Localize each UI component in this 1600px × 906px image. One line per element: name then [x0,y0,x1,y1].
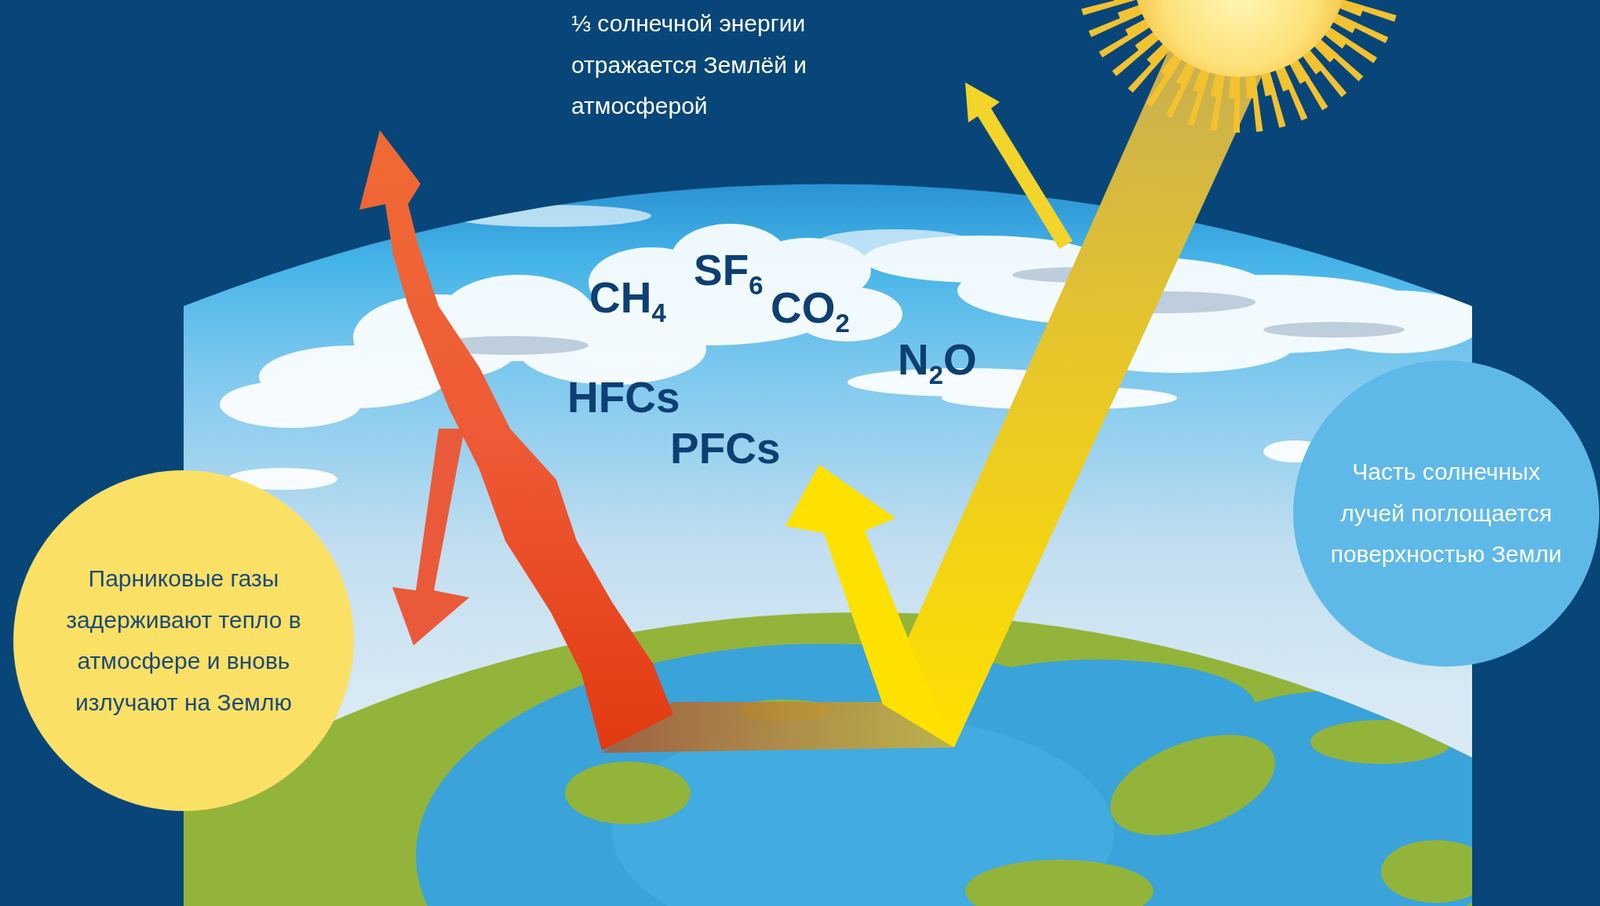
gas-label: CH4 [589,276,667,326]
annotation-text: ⅓ солнечной энергии отражается Землёй и … [571,3,815,128]
gas-label: HFCs [567,375,681,420]
infrared-arrow [359,130,674,751]
info-circle: Часть солнечных лучей поглощается поверх… [1293,360,1600,667]
back-radiation-arrow [392,428,470,646]
reflected-beam [785,464,955,748]
circle-text: Часть солнечных лучей поглощается поверх… [1328,451,1564,576]
sunlight-beam [785,31,1276,748]
gas-label: SF6 [693,248,764,299]
circle-shape [1293,360,1600,667]
info-circle: Парниковые газы задерживают тепло в атмо… [13,470,354,811]
circle-shape [13,470,354,811]
gas-label: N2O [897,338,977,388]
gas-label: CO2 [770,286,850,336]
circle-text-block: Часть солнечных лучей поглощается поверх… [1328,451,1564,576]
reflection-arrow [965,82,1073,249]
circle-text: Парниковые газы задерживают тепло в атмо… [65,557,302,723]
circle-outline [13,470,354,811]
sun [1104,0,1375,105]
gas-label: PFCs [670,426,781,471]
circle-text-block: Парниковые газы задерживают тепло в атмо… [65,557,302,723]
